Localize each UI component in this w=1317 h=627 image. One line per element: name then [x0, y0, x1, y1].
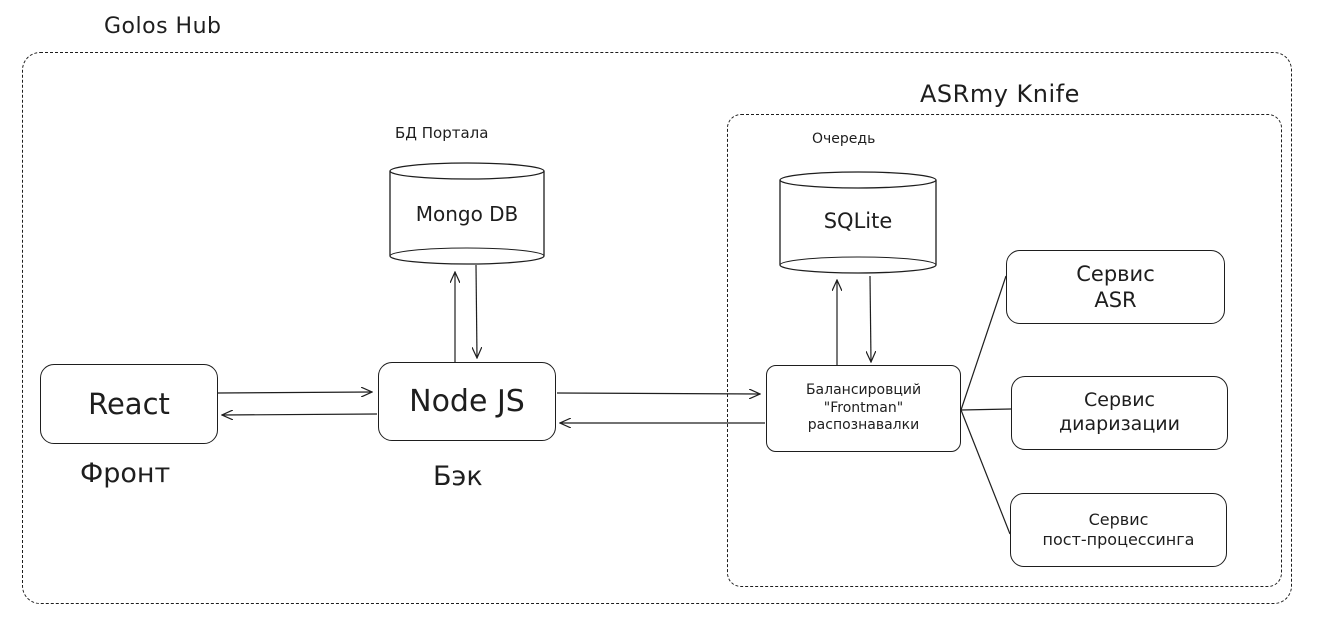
sqlite-caption: Очередь [812, 131, 876, 147]
react-label: React [88, 386, 170, 421]
node-js-node: Node JS [378, 362, 556, 441]
asr-service-line-1: Сервис [1076, 261, 1155, 286]
arrow-sqlite-to-balancer [870, 275, 871, 362]
diarization-service-line-1: Сервис [1083, 389, 1155, 412]
line-balancer-to-postprocessing [960, 409, 1011, 535]
golos-hub-group [22, 52, 1292, 604]
postprocessing-service-line-1: Сервис [1088, 510, 1149, 529]
line-balancer-to-asr [960, 275, 1007, 411]
asr-service-node: Сервис ASR [1006, 250, 1225, 324]
node-js-caption: Бэк [433, 461, 483, 492]
diarization-service-line-2: диаризации [1059, 413, 1180, 435]
mongo-db-label: Mongo DB [415, 202, 519, 226]
arrow-react-to-node [217, 392, 372, 393]
mongo-db-cylinder [389, 162, 545, 265]
asr-service-line-2: ASR [1094, 288, 1137, 312]
line-balancer-to-diarization [960, 408, 1012, 411]
node-js-label: Node JS [409, 383, 525, 419]
mongo-db-caption: БД Портала [395, 124, 489, 142]
balancer-line-3: распознавалки [807, 417, 920, 434]
sqlite-cylinder [779, 171, 937, 274]
react-caption: Фронт [80, 458, 171, 489]
postprocessing-service-node: Сервис пост-процессинга [1010, 493, 1227, 567]
arrow-node-to-balancer [556, 393, 760, 394]
postprocessing-service-line-2: пост-процессинга [1042, 530, 1195, 549]
arrow-node-to-react [222, 414, 378, 415]
asrmy-knife-group [727, 114, 1282, 587]
asrmy-knife-title: ASRmy Knife [920, 80, 1080, 108]
sqlite-label: SQLite [823, 209, 893, 233]
arrow-mongo-to-node [476, 264, 477, 358]
golos-hub-title: Golos Hub [104, 14, 222, 39]
react-node: React [40, 364, 218, 444]
balancer-node: Балансировций "Frontman" распознавалки [766, 365, 961, 452]
balancer-line-2: "Frontman" [823, 399, 904, 416]
balancer-line-1: Балансировций [805, 382, 922, 399]
diarization-service-node: Сервис диаризации [1011, 376, 1228, 450]
